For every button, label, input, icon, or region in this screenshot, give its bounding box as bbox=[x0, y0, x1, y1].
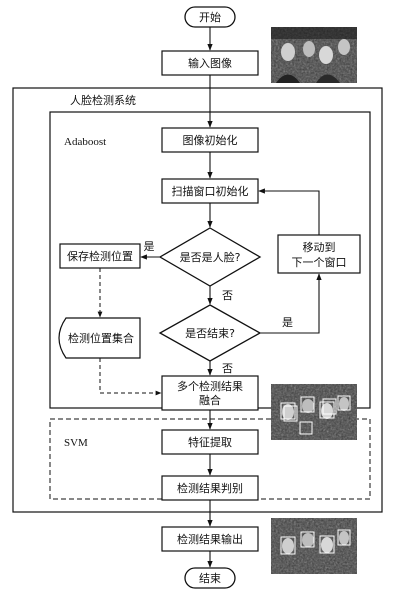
position-set-storage bbox=[58, 317, 141, 359]
position-set-label: 检测位置集合 bbox=[68, 331, 134, 345]
end-node bbox=[184, 567, 236, 589]
svm-label: SVM bbox=[64, 437, 88, 449]
result-judge-box bbox=[161, 475, 259, 501]
dashed-set-to-merge bbox=[99, 358, 162, 396]
start-label: 开始 bbox=[199, 10, 221, 24]
crowd-final-detections-thumbnail bbox=[271, 518, 357, 574]
yes-label-isface: 是 bbox=[144, 240, 155, 253]
merge-line1: 多个检测结果 bbox=[177, 379, 243, 393]
is-finished-label: 是否结束? bbox=[185, 327, 235, 340]
crowd-photo-thumbnail bbox=[271, 27, 357, 83]
is-face-label: 是否是人脸? bbox=[180, 250, 241, 264]
image-init-label: 图像初始化 bbox=[183, 133, 238, 147]
image-init-box bbox=[161, 127, 259, 153]
merge-line2: 融合 bbox=[199, 393, 221, 407]
save-position-box bbox=[59, 243, 141, 269]
crowd-candidate-boxes-thumbnail bbox=[271, 384, 357, 440]
result-output-box bbox=[161, 526, 259, 552]
feature-extract-label: 特征提取 bbox=[188, 435, 232, 449]
yes-label-finished: 是 bbox=[282, 316, 293, 329]
scan-window-init-box bbox=[161, 178, 259, 204]
arrow-move-to-scan bbox=[258, 188, 320, 235]
system-title: 人脸检测系统 bbox=[70, 93, 136, 107]
result-output-label: 检测结果输出 bbox=[177, 532, 243, 546]
move-next-window-box bbox=[277, 234, 361, 274]
save-position-label: 保存检测位置 bbox=[67, 249, 133, 263]
end-label: 结束 bbox=[199, 572, 221, 585]
move-next-line2: 下一个窗口 bbox=[292, 255, 347, 269]
input-image-label: 输入图像 bbox=[188, 56, 232, 70]
no-label-finished: 否 bbox=[222, 362, 233, 375]
scan-window-init-label: 扫描窗口初始化 bbox=[172, 184, 249, 198]
result-judge-label: 检测结果判别 bbox=[177, 481, 243, 495]
arrow-finished-yes bbox=[260, 273, 322, 334]
face-detection-system-frame bbox=[12, 87, 383, 513]
adaboost-label: Adaboost bbox=[64, 136, 106, 148]
no-label-isface: 否 bbox=[222, 289, 233, 302]
move-next-line1: 移动到 bbox=[303, 241, 336, 254]
